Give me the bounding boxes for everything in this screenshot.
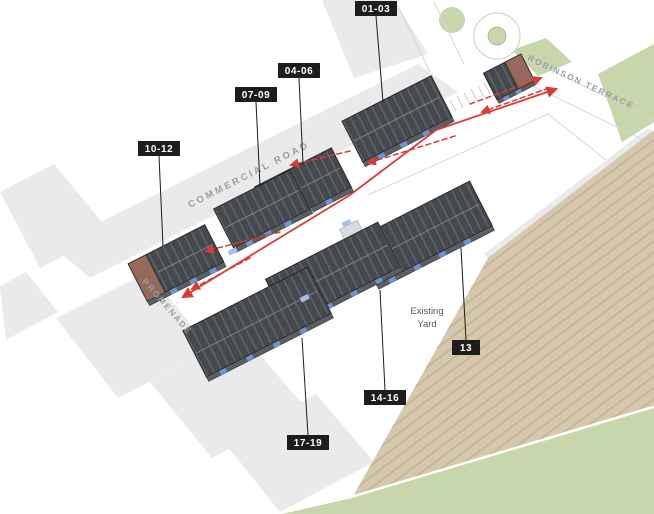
block-left [0, 164, 110, 268]
label-box [364, 390, 406, 405]
label-box [452, 340, 480, 355]
roof-apex [196, 290, 318, 354]
yard-route-07-09 [204, 231, 281, 254]
grass-strip-right [598, 44, 654, 142]
grass-strip-bottom [282, 408, 654, 514]
unit-label-01-03: 01-03 [355, 1, 397, 103]
label-text: 04-06 [285, 66, 314, 77]
label-text: 17-19 [294, 438, 323, 449]
loop-route-back [480, 87, 550, 114]
existing-yard-text-2: Yard [417, 319, 436, 330]
roller-door [272, 340, 281, 348]
block-bottom-1 [56, 272, 212, 398]
label-text: 10-12 [145, 144, 174, 155]
existing-yard-label: Existing Yard [410, 306, 443, 330]
label-text: 01-03 [362, 4, 391, 15]
landscaped-bank [352, 130, 654, 498]
leader-line [298, 77, 304, 165]
unit-label-10-12: 10-12 [138, 141, 180, 247]
unit-label-13: 13 [452, 247, 480, 355]
leader-line [255, 101, 261, 187]
leader-line [158, 155, 164, 247]
leader-line [379, 289, 386, 391]
label-box [235, 87, 277, 102]
block-bottom-3 [224, 394, 374, 512]
grass-patch [512, 38, 572, 76]
yard-route-promenade [190, 257, 251, 290]
existing-yard-text-1: Existing [410, 306, 443, 317]
roller-door [169, 287, 179, 295]
leader-line [375, 15, 384, 103]
loop-route-out [469, 76, 543, 105]
yard-route-01-03 [366, 135, 456, 166]
label-box [287, 435, 329, 450]
unit-labels: 01-03 04-06 07-09 10-12 13 14-16 [138, 1, 480, 450]
roller-door [219, 367, 228, 376]
label-text: 07-09 [242, 90, 271, 101]
unit-label-14-16: 14-16 [364, 289, 406, 405]
entrance-road-edge-2 [433, 1, 465, 65]
leader-line [460, 247, 467, 341]
block-left-small [0, 272, 58, 340]
label-box [138, 141, 180, 156]
circulation-routes [181, 76, 559, 299]
leader-line [301, 337, 309, 436]
roller-door [245, 354, 255, 362]
label-text: 13 [460, 343, 472, 354]
unit-label-04-06: 04-06 [278, 63, 320, 165]
label-text: 14-16 [371, 393, 400, 404]
entrance-road-edge-1 [397, 5, 431, 73]
unit-label-07-09: 07-09 [235, 87, 277, 187]
robinson-road-edge-1 [521, 55, 654, 121]
roller-door [299, 326, 308, 335]
unit-label-17-19: 17-19 [287, 337, 329, 450]
yard-route-04-06 [289, 150, 351, 168]
label-box [355, 1, 397, 16]
block-top [322, 0, 428, 78]
roundabout-island [487, 26, 507, 46]
label-box [278, 63, 320, 78]
